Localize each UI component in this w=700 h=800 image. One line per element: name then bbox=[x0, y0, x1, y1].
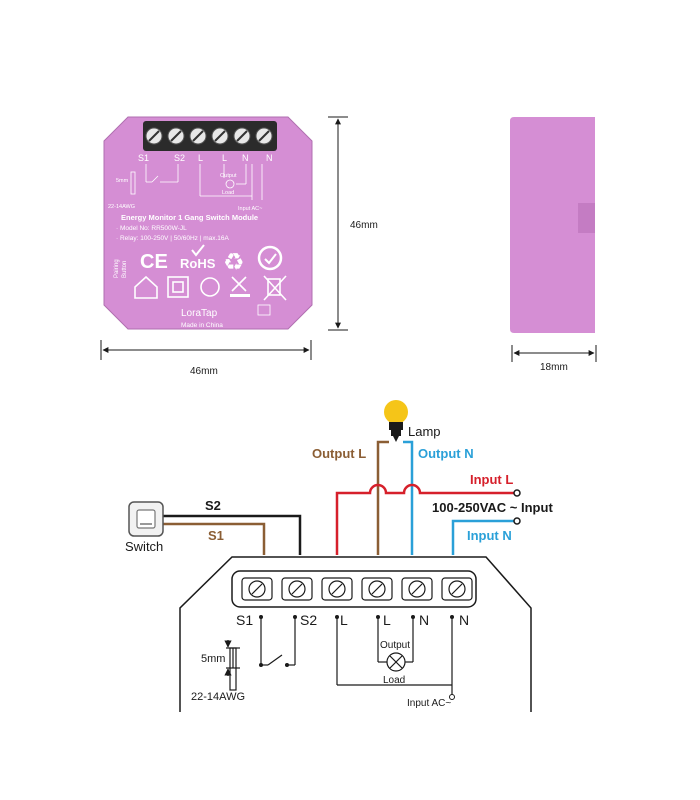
module-terminal-screws bbox=[241, 577, 473, 601]
double-insulation-inner-icon bbox=[172, 281, 184, 293]
tv-pairing-line1: Pairing bbox=[114, 259, 120, 278]
lamp-icon bbox=[384, 400, 408, 442]
tv-terminal-n1: N bbox=[242, 153, 249, 163]
tv-load-label: Load bbox=[222, 190, 234, 196]
s1-wire-label: S1 bbox=[208, 528, 224, 543]
tv-model-number: · Model No: RR500W-JL bbox=[116, 225, 187, 232]
tv-awg-label: 22-14AWG bbox=[108, 204, 135, 210]
dimension-width-label: 46mm bbox=[190, 366, 218, 377]
dimension-depth bbox=[511, 345, 597, 362]
schematic-input-label: Input AC~ bbox=[407, 698, 451, 709]
no-dispose-icon bbox=[231, 276, 247, 292]
tv-terminal-s2: S2 bbox=[174, 153, 185, 163]
tv-product-title: Energy Monitor 1 Gang Switch Module bbox=[121, 213, 258, 222]
input-l-label: Input L bbox=[470, 472, 513, 487]
no-dispose-bar-icon bbox=[230, 294, 250, 297]
terminal-s2-label: S2 bbox=[300, 612, 317, 628]
switch-contact-b bbox=[285, 663, 289, 667]
brand-logo: LoraTap bbox=[181, 308, 218, 319]
node-l1 bbox=[335, 615, 339, 619]
wire-s1 bbox=[163, 522, 266, 555]
tv-terminal-n2: N bbox=[266, 153, 273, 163]
tv-output-label: Output bbox=[220, 173, 237, 179]
wire-input-n bbox=[451, 519, 514, 555]
rohs-check-icon bbox=[191, 244, 205, 257]
ce-mark: CE bbox=[140, 251, 168, 273]
side-pairing-button bbox=[578, 203, 595, 233]
made-in-label: Made in China bbox=[181, 322, 223, 329]
module-side-view bbox=[510, 117, 595, 333]
node-n1 bbox=[411, 615, 415, 619]
switch-contact-a bbox=[259, 663, 263, 667]
tv-terminal-l1: L bbox=[198, 153, 203, 163]
recovery-icon bbox=[257, 245, 283, 271]
dimension-width bbox=[100, 340, 312, 360]
tv-input-label: Input AC~ bbox=[238, 206, 262, 212]
barcode-mark bbox=[257, 304, 271, 316]
wall-switch-icon bbox=[128, 501, 164, 537]
load-lamp-symbol bbox=[386, 652, 406, 672]
indoor-use-icon bbox=[200, 277, 220, 297]
terminal-l1-label: L bbox=[340, 612, 348, 628]
node-s2 bbox=[293, 615, 297, 619]
wire-s2 bbox=[163, 514, 302, 555]
input-n-label: Input N bbox=[467, 528, 512, 543]
module-top-view: S1 S2 L L N N Output Load Input AC~ 5mm … bbox=[103, 116, 313, 330]
internal-schematic bbox=[260, 617, 453, 695]
output-l-label: Output L bbox=[312, 446, 366, 461]
lamp-label: Lamp bbox=[408, 424, 441, 439]
switch-label: Switch bbox=[125, 539, 163, 554]
tv-relay-rating: · Relay: 100-250V | 50/60Hz | max.16A bbox=[116, 235, 230, 242]
rohs-mark: RoHS bbox=[180, 256, 216, 271]
module-outline bbox=[179, 556, 532, 712]
wire-input-l bbox=[335, 483, 514, 555]
double-insulation-outer-icon bbox=[167, 276, 189, 298]
tv-pairing-line2: Button bbox=[122, 261, 128, 278]
terminal-n1-label: N bbox=[419, 612, 429, 628]
wire-gauge-label: 22-14AWG bbox=[191, 691, 245, 703]
weee-bin-icon bbox=[263, 275, 287, 301]
terminal-n2-label: N bbox=[459, 612, 469, 628]
dimension-height-label: 46mm bbox=[350, 220, 378, 231]
recycle-icon: ♻ bbox=[223, 249, 245, 276]
strip-length-label: 5mm bbox=[201, 653, 225, 665]
wire-output-n bbox=[403, 440, 414, 555]
terminal-l2-label: L bbox=[383, 612, 391, 628]
tv-terminal-l2: L bbox=[222, 153, 227, 163]
tv-terminal-s1: S1 bbox=[138, 153, 149, 163]
tv-wire-strip-icon bbox=[130, 171, 136, 195]
wire-output-l bbox=[376, 440, 389, 555]
dimension-height bbox=[328, 116, 348, 331]
node-s1 bbox=[259, 615, 263, 619]
dimension-depth-label: 18mm bbox=[540, 362, 568, 373]
tv-strip-label: 5mm bbox=[116, 178, 129, 184]
wires bbox=[163, 440, 514, 555]
voltage-label: 100-250VAC ~ Input bbox=[432, 500, 553, 515]
output-n-label: Output N bbox=[418, 446, 474, 461]
terminal-s1-label: S1 bbox=[236, 612, 253, 628]
node-n2 bbox=[450, 615, 454, 619]
input-l-terminal-dot bbox=[513, 489, 521, 497]
schematic-output-label: Output bbox=[380, 640, 410, 651]
input-ac-node bbox=[449, 694, 455, 700]
s2-wire-label: S2 bbox=[205, 498, 221, 513]
house-icon bbox=[134, 275, 158, 299]
terminal-screws bbox=[145, 127, 273, 145]
wire-strip-gauge-icon bbox=[224, 640, 240, 691]
tv-mini-schematic bbox=[145, 164, 263, 200]
node-l2 bbox=[376, 615, 380, 619]
input-n-terminal-dot bbox=[513, 517, 521, 525]
schematic-load-label: Load bbox=[383, 675, 405, 686]
